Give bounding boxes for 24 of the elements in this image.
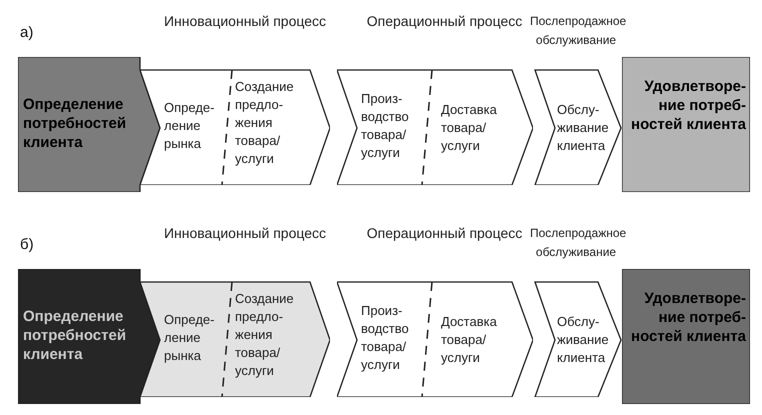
stage-heading: Операционный процесс — [366, 12, 524, 31]
block-text: Удовлетворе- ние потреб- ностей клиента — [630, 289, 746, 346]
shaded-block — [622, 57, 750, 192]
step-text: Произ- водство товара/ услуги — [361, 90, 423, 168]
stage-heading: Инновационный процесс — [162, 224, 328, 243]
step-text: Доставка товара/ услуги — [441, 101, 509, 157]
block-text: Определение потребностей клиента — [23, 307, 128, 364]
step-text: Обслу- живание клиента — [557, 313, 610, 367]
shaded-block — [18, 269, 160, 404]
block-text: Удовлетворе- ние потреб- ностей клиента — [630, 77, 746, 134]
shaded-block — [622, 269, 750, 404]
block-text: Определение потребностей клиента — [23, 95, 128, 152]
panel-label: а) — [20, 24, 34, 41]
step-text: Обслу- живание клиента — [557, 101, 610, 155]
shaded-block — [18, 57, 160, 192]
step-text: Создание предло- жения товара/ услуги — [235, 78, 310, 176]
stage-heading: Операционный процесс — [366, 224, 524, 243]
panel-label: б) — [20, 236, 34, 253]
step-text: Произ- водство товара/ услуги — [361, 302, 423, 380]
step-text: Опреде- ление рынка — [164, 99, 226, 159]
step-text: Доставка товара/ услуги — [441, 313, 509, 369]
step-text: Опреде- ление рынка — [164, 311, 226, 371]
stage-heading: Инновационный процесс — [162, 12, 328, 31]
step-text: Создание предло- жения товара/ услуги — [235, 290, 310, 388]
